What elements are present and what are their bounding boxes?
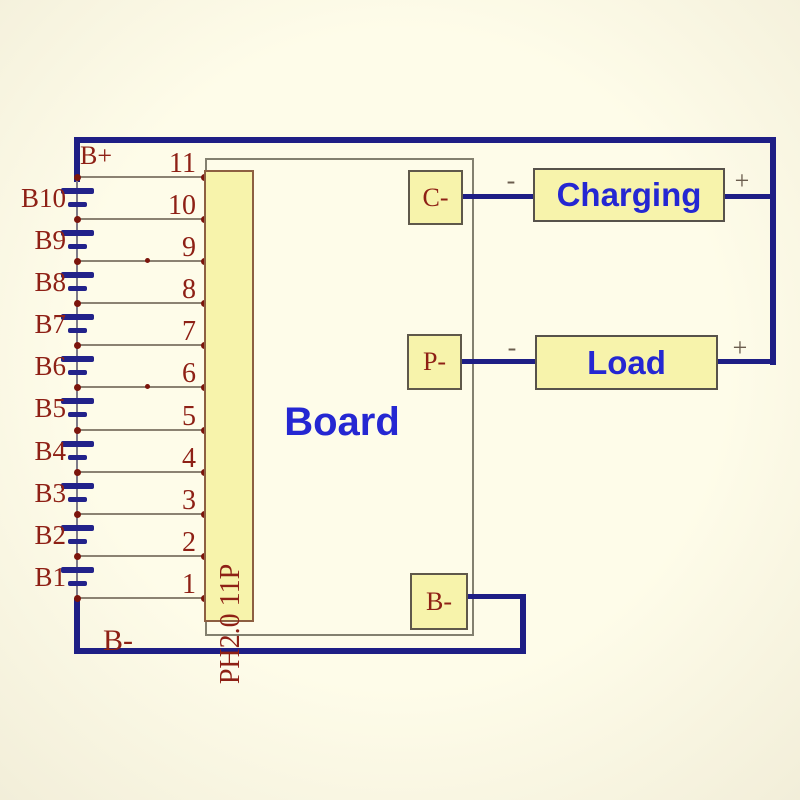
battery-positive-plate-icon — [61, 314, 94, 320]
junction-dot — [74, 174, 81, 181]
junction-dot — [74, 300, 81, 307]
battery-positive-plate-icon — [61, 398, 94, 404]
pin-number: 5 — [182, 401, 196, 432]
junction-dot — [74, 216, 81, 223]
battery-positive-plate-icon — [61, 567, 94, 573]
b-plus-label: B+ — [80, 141, 113, 170]
pin-number: 7 — [182, 316, 196, 347]
pin-wire-4 — [77, 471, 204, 473]
battery-positive-plate-icon — [61, 483, 94, 489]
ph2-connector: PH2.0 11P — [204, 170, 254, 684]
battery-positive-plate-icon — [61, 272, 94, 278]
battery-label: B4 — [34, 436, 66, 466]
wire-right-vertical — [770, 137, 776, 365]
wire-bminus-stub — [456, 594, 526, 599]
load-label: Load — [587, 343, 666, 381]
connector-label: PH2.0 11P — [215, 563, 246, 685]
pin-number: 9 — [182, 232, 196, 263]
battery-negative-plate-icon — [68, 412, 87, 417]
battery-positive-plate-icon — [61, 188, 94, 194]
wire-cminus-to-charging — [461, 194, 537, 199]
battery-negative-plate-icon — [68, 370, 87, 375]
junction-dot — [145, 384, 150, 389]
charging-label: Charging — [556, 176, 702, 213]
junction-dot — [74, 469, 81, 476]
load-plus-sign: + — [732, 333, 748, 362]
pin-wire-11 — [77, 176, 204, 178]
battery-positive-plate-icon — [61, 356, 94, 362]
junction-dot — [74, 427, 81, 434]
wire-bminus-bottom — [74, 648, 526, 654]
pin-wire-9 — [77, 260, 204, 262]
pin-number: 10 — [168, 190, 196, 221]
wire-bminus-left-riser — [74, 598, 80, 654]
terminal-c-minus-label: C- — [422, 182, 449, 212]
junction-dot — [74, 595, 81, 602]
battery-label: B2 — [34, 520, 66, 550]
battery-negative-plate-icon — [68, 202, 87, 207]
load-minus-sign: - — [507, 333, 517, 362]
pin-number: 6 — [182, 358, 196, 389]
battery-label: B10 — [20, 183, 66, 213]
battery-negative-plate-icon — [68, 581, 87, 586]
battery-negative-plate-icon — [68, 497, 87, 502]
wire-pminus-to-load — [459, 359, 539, 364]
terminal-b-minus-label: B- — [426, 586, 452, 616]
board-label: Board — [284, 400, 400, 444]
terminal-p-minus-label: P- — [422, 347, 447, 376]
junction-dot — [74, 258, 81, 265]
pin-number: 3 — [182, 485, 196, 516]
pin-wire-2 — [77, 555, 204, 557]
terminal-b-minus: B- — [410, 573, 468, 630]
battery-negative-plate-icon — [68, 455, 87, 460]
battery-label: B5 — [34, 393, 66, 423]
terminal-c-minus: C- — [408, 170, 463, 225]
pin-wire-1 — [77, 597, 204, 599]
battery-negative-plate-icon — [68, 539, 87, 544]
b-minus-label: B- — [103, 624, 133, 657]
battery-label: B8 — [34, 267, 66, 297]
junction-dot — [145, 258, 150, 263]
charging-minus-sign: - — [506, 166, 516, 195]
wire-bplus-top — [74, 137, 776, 143]
junction-dot — [74, 553, 81, 560]
pin-number: 1 — [182, 569, 196, 600]
junction-dot — [74, 342, 81, 349]
pin-wire-7 — [77, 344, 204, 346]
battery-negative-plate-icon — [68, 286, 87, 291]
pin-wire-8 — [77, 302, 204, 304]
junction-dot — [74, 511, 81, 518]
battery-negative-plate-icon — [68, 244, 87, 249]
pin-number: 2 — [182, 527, 196, 558]
battery-label: B3 — [34, 478, 66, 508]
pin-wire-6 — [77, 386, 204, 388]
wire-load-to-right — [714, 359, 776, 364]
battery-positive-plate-icon — [61, 230, 94, 236]
load-box: Load — [535, 335, 718, 390]
terminal-p-minus: P- — [407, 334, 462, 390]
charging-box: Charging — [533, 168, 725, 222]
battery-negative-plate-icon — [68, 328, 87, 333]
battery-label: B7 — [34, 309, 66, 339]
battery-label: B6 — [34, 351, 66, 381]
battery-label: B9 — [34, 225, 66, 255]
pin-wire-10 — [77, 218, 204, 220]
wire-bminus-right-riser — [520, 594, 526, 654]
battery-positive-plate-icon — [61, 525, 94, 531]
pin-number: 8 — [182, 274, 196, 305]
battery-label: B1 — [34, 562, 66, 592]
pin-number: 4 — [182, 443, 196, 474]
pin-number: 11 — [169, 148, 196, 179]
pin-wire-5 — [77, 429, 204, 431]
junction-dot — [74, 384, 81, 391]
charging-plus-sign: + — [734, 166, 750, 195]
battery-positive-plate-icon — [61, 441, 94, 447]
wire-bplus-riser — [74, 137, 80, 182]
pin-wire-3 — [77, 513, 204, 515]
wire-charging-to-right — [722, 194, 776, 199]
